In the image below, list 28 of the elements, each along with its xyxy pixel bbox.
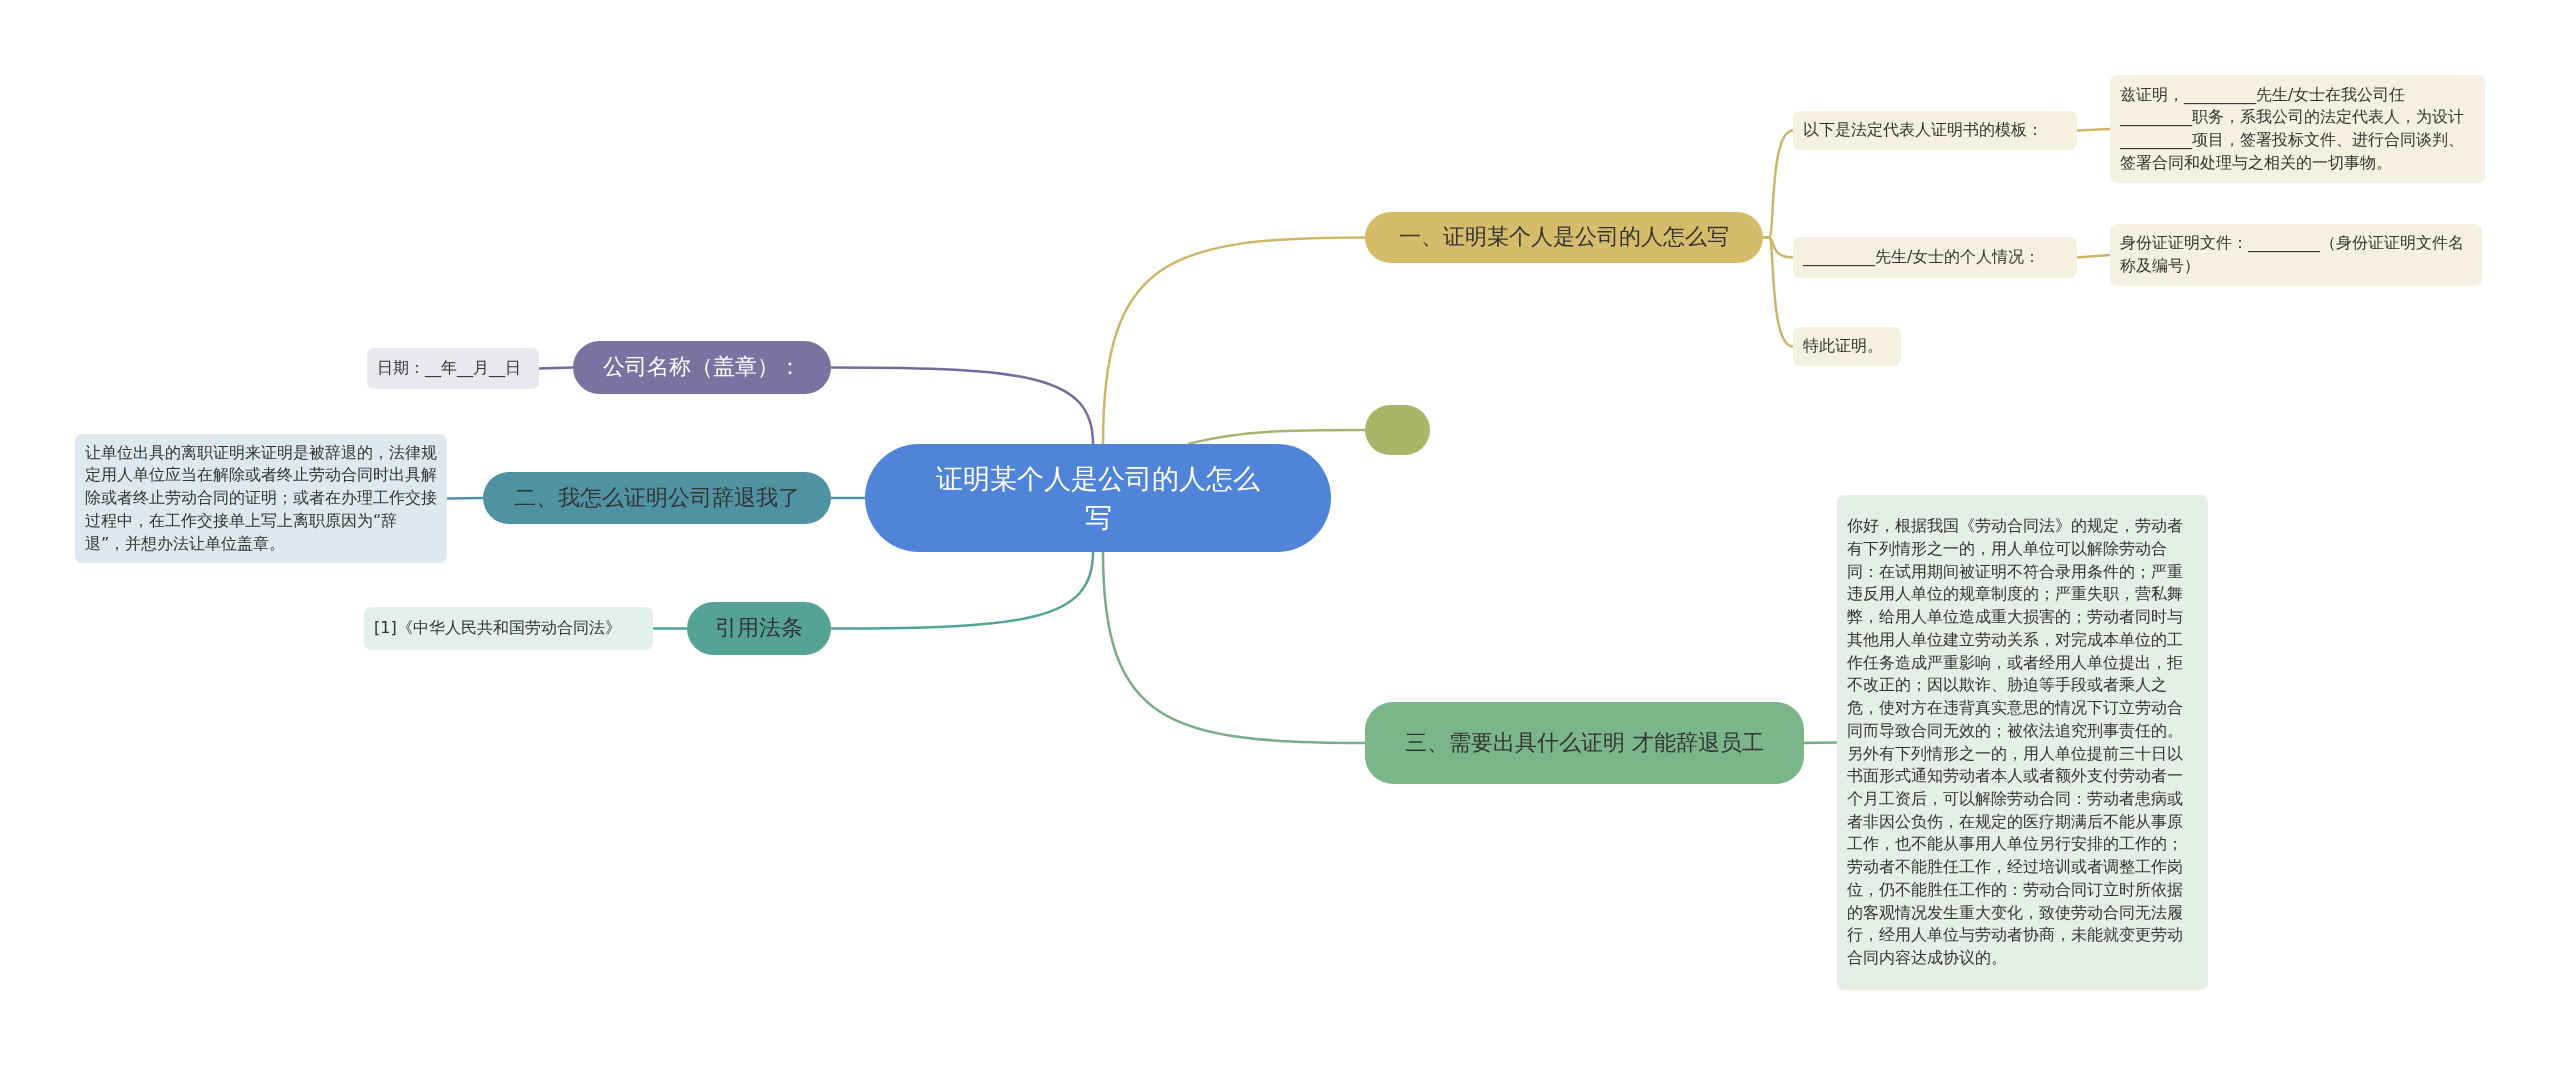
- connector-line: [831, 551, 1095, 630]
- connector-line: [831, 366, 1095, 445]
- empty-topic: [1365, 405, 1430, 455]
- connector-line: [1101, 236, 1365, 445]
- note-box: 身份证证明文件：_________（身份证证明文件名称及编号）: [2110, 224, 2482, 286]
- note-box: 日期：__年__月__日: [367, 348, 539, 389]
- connector-line: [1187, 428, 1365, 446]
- branch-topic: 公司名称（盖章）：: [573, 341, 831, 394]
- note-box: 以下是法定代表人证明书的模板：: [1793, 111, 2077, 150]
- branch-topic: 一、证明某个人是公司的人怎么写: [1365, 212, 1763, 263]
- connector-line: [538, 366, 574, 370]
- connector-line: [1101, 551, 1365, 745]
- note-box: 让单位出具的离职证明来证明是被辞退的，法律规定用人单位应当在解除或者终止劳动合同时出具解除或者终止劳动合同的证明；或者在办理工作交接过程中，在工作交接单上写上离职原因为“辞退”，并想办法让单位盖章。: [75, 434, 447, 563]
- connector-line: [2076, 127, 2111, 132]
- connector-line: [1804, 741, 1837, 745]
- connector-line: [1763, 236, 1794, 348]
- note-box: 特此证明。: [1793, 327, 1901, 366]
- branch-topic: 二、我怎么证明公司辞退我了: [483, 472, 831, 524]
- note-box: 兹证明，_________先生/女士在我公司任_________职务，系我公司的法定代表人，为设计_________项目，签署投标文件、进行合同谈判、签署合同和处理与之相关的一切事物。: [2110, 75, 2485, 183]
- note-box: _________先生/女士的个人情况：: [1793, 237, 2077, 278]
- central-topic: 证明某个人是公司的人怎么写: [865, 444, 1331, 552]
- connector-line: [447, 496, 483, 500]
- branch-topic: 引用法条: [687, 602, 831, 655]
- connector-line: [2076, 253, 2111, 259]
- connector-line: [831, 496, 865, 500]
- note-box: 你好，根据我国《劳动合同法》的规定，劳动者有下列情形之一的，用人单位可以解除劳动合同：在试用期间被证明不符合录用条件的；严重违反用人单位的规章制度的；严重失职，营私舞弊，给用人单位造成重大损害的；劳动者同时与其他用人单位建立劳动关系，对完成本单位的工作任务造成严重影响，或者经用人单位提出，拒不改正的；因以欺诈、胁迫等手段或者乘人之危，使对方在违背真实意思的情况下订立劳动合同而导致合同无效的；被依法追究刑事责任的。另外有下列情形之一的，用人单位提前三十日以书面形式通知劳动者本人或者额外支付劳动者一个月工资后，可以解除劳动合同：劳动者患病或者非因公负伤，在规定的医疗期满后不能从事原工作，也不能从事用人单位另行安排的工作的；劳动者不能胜任工作，经过培训或者调整工作岗位，仍不能胜任工作的：劳动合同订立时所依据的客观情况发生重大变化，致使劳动合同无法履行，经用人单位与劳动者协商，未能就变更劳动合同内容达成协议的。: [1837, 495, 2208, 990]
- note-box: [1]《中华人民共和国劳动合同法》: [364, 607, 653, 650]
- branch-topic: 三、需要出具什么证明 才能辞退员工: [1365, 702, 1804, 784]
